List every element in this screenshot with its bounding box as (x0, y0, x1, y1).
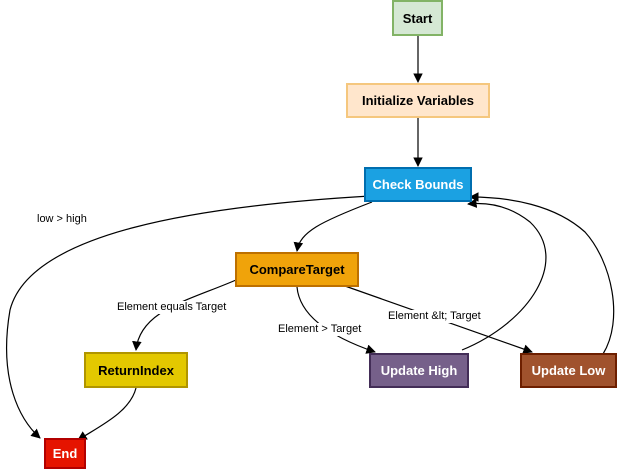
compare-target-label: CompareTarget (249, 262, 345, 277)
check-bounds-node[interactable]: Check Bounds (364, 167, 472, 202)
update-low-node[interactable]: Update Low (520, 353, 617, 388)
edge-label-element-equals-target: Element equals Target (116, 301, 228, 314)
end-node[interactable]: End (44, 438, 86, 469)
end-node-label: End (52, 446, 78, 461)
edge-return-to-end (77, 387, 137, 441)
edge-check-to-compare (293, 201, 373, 252)
edge-update-low-to-check (469, 192, 615, 355)
edge-label-element-less-target: Element &lt; Target (387, 310, 482, 323)
compare-target-node[interactable]: CompareTarget (235, 252, 359, 287)
start-node-label: Start (402, 10, 433, 26)
update-high-label: Update High (380, 363, 458, 378)
initialize-variables-label: Initialize Variables (362, 93, 474, 108)
return-index-label: ReturnIndex (98, 362, 174, 378)
return-index-node[interactable]: ReturnIndex (84, 352, 188, 388)
edge-label-low-greater-high: low > high (36, 213, 88, 226)
update-low-label: Update Low (531, 363, 606, 378)
edge-check-to-end (6, 195, 371, 439)
edge-update-high-to-check (461, 198, 547, 351)
update-high-node[interactable]: Update High (369, 353, 469, 388)
check-bounds-label: Check Bounds (372, 177, 464, 192)
edge-compare-to-update-high (296, 286, 376, 354)
edge-compare-to-return (132, 279, 237, 351)
edge-label-element-greater-target: Element > Target (277, 323, 363, 336)
initialize-variables-node[interactable]: Initialize Variables (346, 83, 490, 118)
start-node[interactable]: Start (392, 0, 443, 36)
